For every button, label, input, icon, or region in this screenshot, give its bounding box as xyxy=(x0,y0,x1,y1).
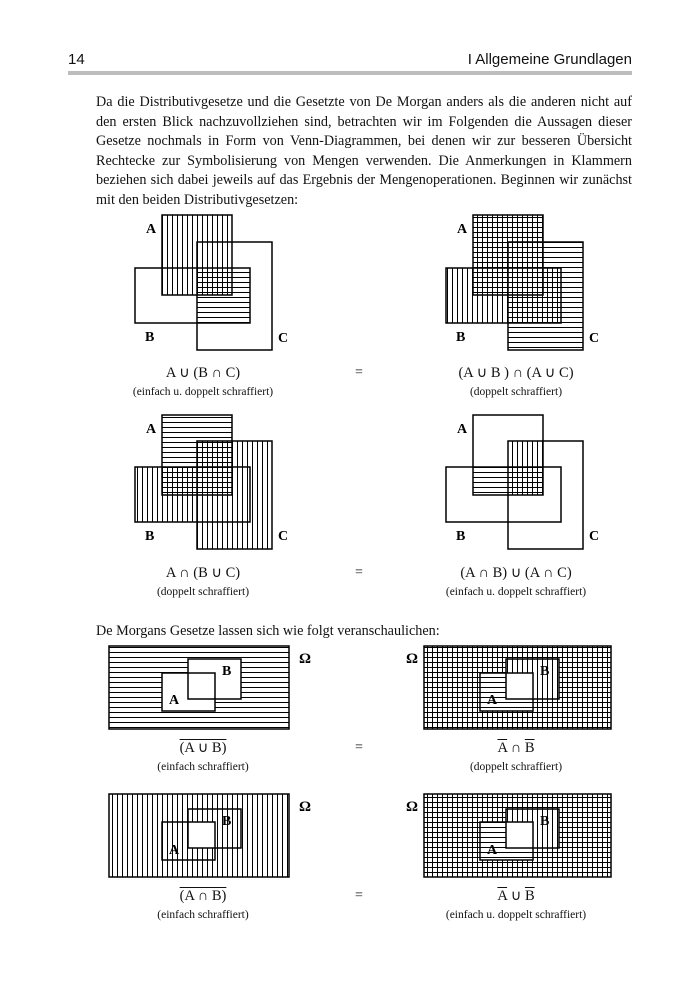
label-a: A xyxy=(146,422,157,437)
formula: A ∪ B xyxy=(497,888,535,904)
label-a: A xyxy=(487,693,498,708)
caption-m1-left: (A ∪ B) (einfach schraffiert) xyxy=(103,739,303,775)
formula: A ∩ B xyxy=(497,740,535,756)
label-b: B xyxy=(222,664,231,679)
label-c: C xyxy=(589,331,599,346)
formula: A ∩ (B ∪ C) xyxy=(165,565,241,581)
equals-sign: = xyxy=(355,565,363,580)
note: (einfach u. doppelt schraffiert) xyxy=(445,909,587,921)
label-c: C xyxy=(589,529,599,544)
caption-d2-right: (A ∩ B) ∪ (A ∩ C) (einfach u. doppelt sc… xyxy=(416,564,616,600)
caption-m2-right: A ∪ B (einfach u. doppelt schraffiert) xyxy=(416,887,616,923)
label-a: A xyxy=(169,843,180,858)
venn-a-inter-b-union-a-inter-c xyxy=(445,414,584,550)
venn-complement-a-union-b xyxy=(108,645,290,730)
label-a: A xyxy=(487,843,498,858)
label-omega: Ω xyxy=(406,799,418,815)
label-b: B xyxy=(456,330,465,345)
note: (doppelt schraffiert) xyxy=(156,586,250,598)
note: (einfach u. doppelt schraffiert) xyxy=(445,586,587,598)
label-a: A xyxy=(457,222,468,237)
header-rule xyxy=(68,71,632,75)
venn-a-inter-b-union-c xyxy=(134,414,273,550)
label-b: B xyxy=(222,814,231,829)
label-c: C xyxy=(278,529,288,544)
label-c: C xyxy=(278,331,288,346)
caption-m1-right: A ∩ B (doppelt schraffiert) xyxy=(416,739,616,775)
label-b: B xyxy=(145,529,154,544)
formula: (A ∩ B) ∪ (A ∩ C) xyxy=(460,565,572,581)
label-a: A xyxy=(457,422,468,437)
formula: A ∪ (B ∩ C) xyxy=(165,365,241,381)
intro-paragraph: Da die Distributivgesetze und die Gesetz… xyxy=(96,94,632,208)
page-number: 14 xyxy=(68,51,85,68)
label-b: B xyxy=(540,814,549,829)
label-omega: Ω xyxy=(406,651,418,667)
label-b: B xyxy=(456,529,465,544)
equals-sign: = xyxy=(355,740,363,755)
label-b: B xyxy=(540,664,549,679)
venn-complement-a-union-complement-b xyxy=(423,793,612,878)
equals-sign: = xyxy=(355,888,363,903)
venn-a-union-b-inter-c xyxy=(134,214,273,351)
venn-complement-a-inter-b xyxy=(108,793,290,878)
formula: (A ∪ B ) ∩ (A ∪ C) xyxy=(458,365,574,381)
equals-sign: = xyxy=(355,365,363,380)
formula: (A ∪ B) xyxy=(179,740,227,756)
venn-a-union-b-inter-a-union-c xyxy=(445,214,584,351)
demorgan-paragraph: De Morgans Gesetze lassen sich wie folgt… xyxy=(96,623,440,639)
caption-d2-left: A ∩ (B ∪ C) (doppelt schraffiert) xyxy=(103,564,303,600)
label-a: A xyxy=(169,693,180,708)
caption-d1-left: A ∪ (B ∩ C) (einfach u. doppelt schraffi… xyxy=(103,364,303,400)
section-title: I Allgemeine Grundlagen xyxy=(467,51,632,68)
note: (einfach schraffiert) xyxy=(157,909,249,921)
label-b: B xyxy=(145,330,154,345)
venn-complement-a-inter-complement-b xyxy=(423,645,612,730)
note: (doppelt schraffiert) xyxy=(469,761,563,773)
caption-m2-left: (A ∩ B) (einfach schraffiert) xyxy=(103,887,303,923)
note: (einfach schraffiert) xyxy=(157,761,249,773)
caption-d1-right: (A ∪ B ) ∩ (A ∪ C) (doppelt schraffiert) xyxy=(416,364,616,400)
label-omega: Ω xyxy=(299,799,311,815)
note: (einfach u. doppelt schraffiert) xyxy=(132,386,274,398)
label-omega: Ω xyxy=(299,651,311,667)
label-a: A xyxy=(146,222,157,237)
note: (doppelt schraffiert) xyxy=(469,386,563,398)
formula: (A ∩ B) xyxy=(179,888,227,904)
